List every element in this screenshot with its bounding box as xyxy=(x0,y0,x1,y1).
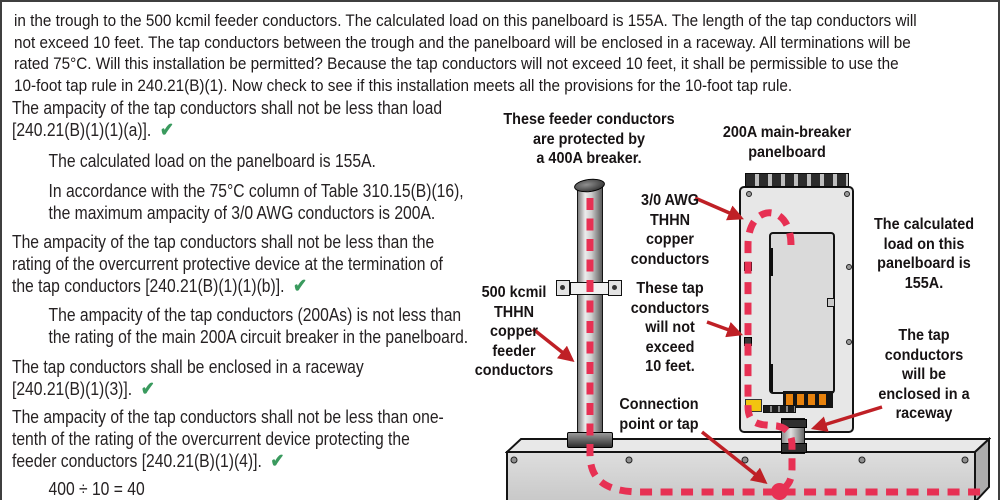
check-icon: ✔ xyxy=(293,276,308,297)
provision-item: The ampacity of the tap conductors shall… xyxy=(12,232,443,297)
tap-raceway-nipple xyxy=(781,418,807,454)
provision-item: The ampacity of the tap conductors (200A… xyxy=(48,305,469,347)
provision-item: In accordance with the 75°C column of Ta… xyxy=(48,181,464,223)
trough-front-face xyxy=(506,451,976,500)
provision-item: The calculated load on the panelboard is… xyxy=(48,151,376,171)
cable-clip xyxy=(744,262,752,271)
label-raceway: The tap conductors will be enclosed in a… xyxy=(878,327,970,422)
panel-screw xyxy=(746,191,752,197)
clamp-plate xyxy=(556,280,570,296)
check-icon: ✔ xyxy=(140,379,156,400)
clamp-screw xyxy=(560,285,565,290)
door-latch xyxy=(827,298,835,307)
conduit-connector xyxy=(567,432,613,448)
panelboard-knockout-strip xyxy=(745,173,849,187)
terminal-strip xyxy=(763,405,796,413)
panel-screw xyxy=(846,339,852,345)
label-connection-point: Connection point or tap xyxy=(619,396,699,433)
provision-item: The ampacity of the tap conductors shall… xyxy=(12,407,444,472)
door-hinge xyxy=(770,364,773,392)
label-awg-conductors: 3/0 AWG THHN copper conductors xyxy=(630,192,710,268)
label-panelboard: 200A main-breaker panelboard xyxy=(722,124,852,161)
door-hinge xyxy=(770,248,773,276)
label-tap-length: These tap conductors will not exceed 10 … xyxy=(630,280,710,375)
warning-label xyxy=(745,399,762,412)
label-feeder-protected: These feeder conductors are protected by… xyxy=(503,111,675,167)
locknut xyxy=(781,443,807,453)
cable-clip xyxy=(744,337,752,346)
check-icon: ✔ xyxy=(270,451,286,472)
provision-item: 400 ÷ 10 = 40 xyxy=(48,479,145,499)
check-icon: ✔ xyxy=(159,120,175,141)
intro-paragraph: in the trough to the 500 kcmil feeder co… xyxy=(14,11,917,95)
label-calculated-load: The calculated load on this panelboard i… xyxy=(873,216,975,292)
provision-item: The ampacity of the tap conductors shall… xyxy=(12,98,443,141)
provision-item: The tap conductors shall be enclosed in … xyxy=(12,357,364,400)
panel-screw xyxy=(846,264,852,270)
provisions-column: The ampacity of the tap conductors shall… xyxy=(12,2,499,500)
conduit-clamp xyxy=(570,282,610,295)
panel-screw xyxy=(844,191,850,197)
locknut xyxy=(781,419,807,428)
panelboard-door xyxy=(769,232,835,394)
label-kcmil-feeder: 500 kcmil THHN copper feeder conductors xyxy=(474,284,554,379)
